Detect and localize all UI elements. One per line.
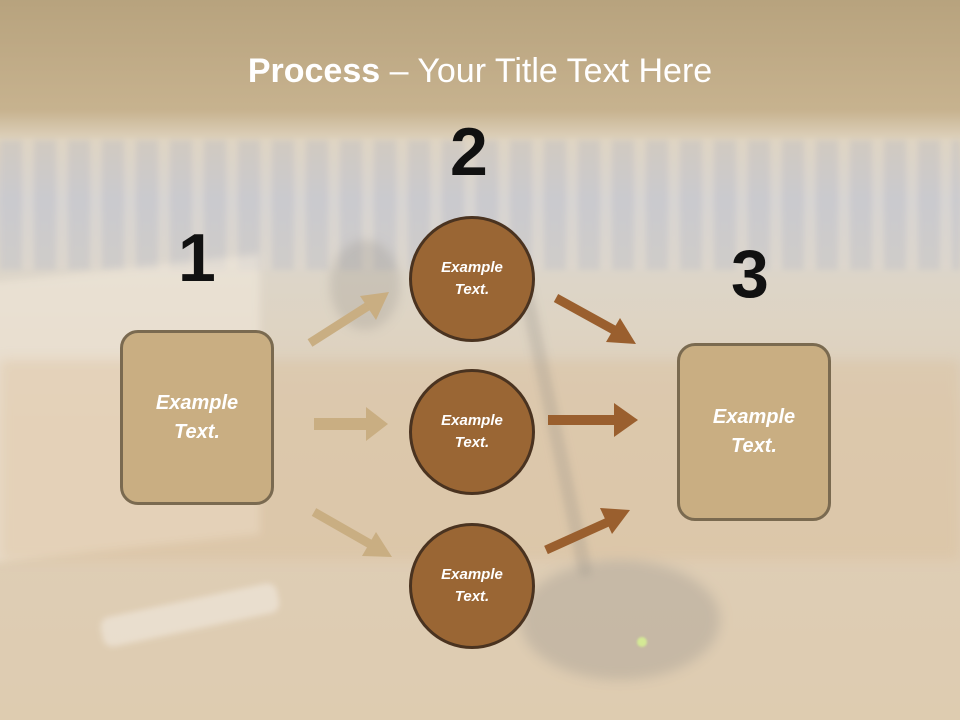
step-circle-middle: Example Text. bbox=[409, 369, 535, 495]
step-circle-top: Example Text. bbox=[409, 216, 535, 342]
arrow-right-middle bbox=[548, 403, 638, 437]
arrow-left-middle bbox=[314, 407, 388, 441]
step-number-2: 2 bbox=[450, 114, 488, 190]
step-box-left-text: Example Text. bbox=[155, 391, 239, 443]
background-microphone-head bbox=[330, 240, 400, 330]
step-circle-bottom: Example Text. bbox=[409, 523, 535, 649]
step-number-3: 3 bbox=[731, 236, 769, 312]
arrow-left-top bbox=[307, 292, 389, 347]
step-box-right-text: Example Text. bbox=[712, 406, 796, 457]
step-circle-bottom-text: Example Text. bbox=[441, 565, 503, 606]
slide-title: Process – Your Title Text Here bbox=[0, 52, 960, 91]
step-circle-middle-text: Example Text. bbox=[441, 411, 503, 452]
microphone-led bbox=[637, 637, 647, 647]
title-rest: – Your Title Text Here bbox=[380, 52, 713, 90]
arrow-left-bottom bbox=[311, 508, 392, 557]
arrow-right-top bbox=[553, 294, 636, 344]
arrow-right-bottom bbox=[544, 508, 630, 555]
step-box-right: Example Text. bbox=[677, 343, 831, 521]
step-circle-top-text: Example Text. bbox=[441, 258, 503, 299]
step-box-left: Example Text. bbox=[120, 330, 274, 505]
title-bold: Process bbox=[247, 52, 381, 90]
background-microphone-base bbox=[520, 560, 720, 680]
step-number-1: 1 bbox=[178, 220, 216, 296]
